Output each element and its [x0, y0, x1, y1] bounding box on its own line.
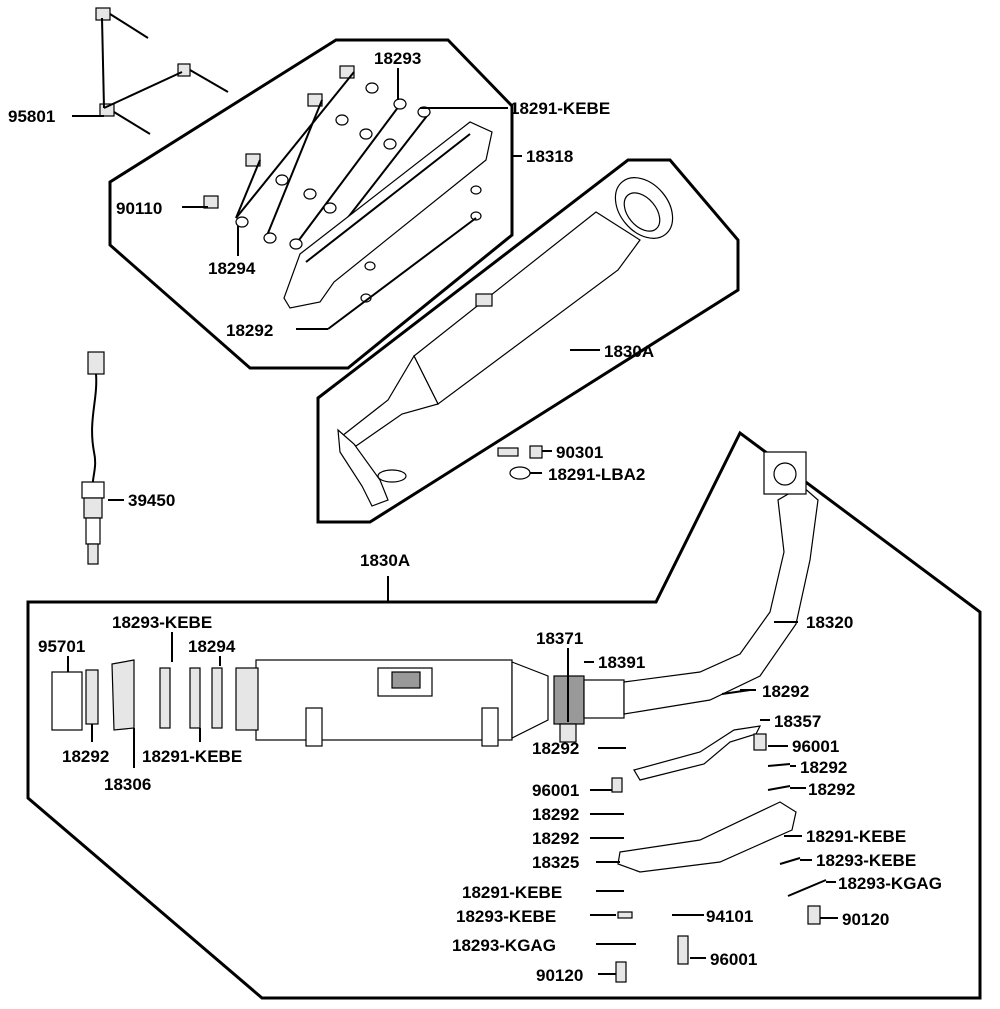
label-94101: 94101 [706, 907, 753, 926]
label-18292-e: 18292 [532, 805, 579, 824]
part-number-labels: 95801 90110 18293 18291-KEBE 18318 18294… [8, 49, 942, 985]
label-18293-kebe-l2: 18293-KEBE [456, 907, 556, 926]
label-95801: 95801 [8, 107, 55, 126]
label-1830a-upper: 1830A [604, 342, 654, 361]
lower-left-small-parts [51, 659, 223, 731]
label-90120-l: 90120 [536, 966, 583, 985]
label-39450: 39450 [128, 491, 175, 510]
label-18371: 18371 [536, 629, 583, 648]
label-1830a-lower: 1830A [360, 551, 410, 570]
label-18291-lba2: 18291-LBA2 [548, 465, 645, 484]
label-90120-r: 90120 [842, 910, 889, 929]
label-18292-c: 18292 [800, 758, 847, 777]
bracket-18357 [633, 725, 762, 781]
label-18320: 18320 [806, 613, 853, 632]
label-18291-kebe-upper: 18291-KEBE [510, 99, 610, 118]
exhaust-pipe-18320 [623, 485, 819, 715]
label-96001-b: 96001 [532, 781, 579, 800]
label-18294-upper: 18294 [208, 259, 256, 278]
label-18293-kgag-r: 18293-KGAG [838, 874, 942, 893]
label-18318: 18318 [526, 147, 573, 166]
label-96001-c: 96001 [710, 950, 757, 969]
lower-muffler-body [235, 659, 625, 747]
label-18357: 18357 [774, 712, 821, 731]
label-18292-f: 18292 [532, 829, 579, 848]
label-18294-lower: 18294 [188, 637, 236, 656]
heat-shield-18318 [283, 121, 493, 309]
upper-bolts-washers [203, 65, 482, 303]
label-90301: 90301 [556, 443, 603, 462]
bolt-90301-washer [497, 445, 543, 480]
label-18325: 18325 [532, 853, 579, 872]
label-96001-a: 96001 [792, 737, 839, 756]
label-18292-b: 18292 [532, 739, 579, 758]
muffler-group-border [316, 158, 740, 524]
label-18291-kebe-l2: 18291-KEBE [462, 883, 562, 902]
heat-shield-18325 [617, 801, 797, 873]
label-18391: 18391 [598, 653, 645, 672]
label-18293-kebe-top: 18293-KEBE [112, 613, 212, 632]
bolt-95801-parts [95, 7, 229, 135]
muffler-1830a-assembly [337, 177, 674, 507]
label-18291-kebe-left: 18291-KEBE [142, 747, 242, 766]
label-18292-a: 18292 [762, 682, 809, 701]
label-18291-kebe-r: 18291-KEBE [806, 827, 906, 846]
label-18292-d: 18292 [808, 780, 855, 799]
lower-right-small-parts [559, 689, 827, 983]
label-18292-left: 18292 [62, 747, 109, 766]
label-18306: 18306 [104, 775, 151, 794]
label-18293: 18293 [374, 49, 421, 68]
label-90110: 90110 [116, 199, 162, 218]
label-95701: 95701 [38, 637, 85, 656]
label-18293-kebe-r: 18293-KEBE [816, 851, 916, 870]
label-18292-upper: 18292 [226, 321, 273, 340]
upper-heatshield-group-border [108, 38, 514, 370]
leader-lines [67, 68, 838, 975]
label-18293-kgag-l: 18293-KGAG [452, 936, 556, 955]
o2-sensor-39450 [81, 351, 105, 565]
lower-exhaust-group-border [26, 430, 982, 1000]
